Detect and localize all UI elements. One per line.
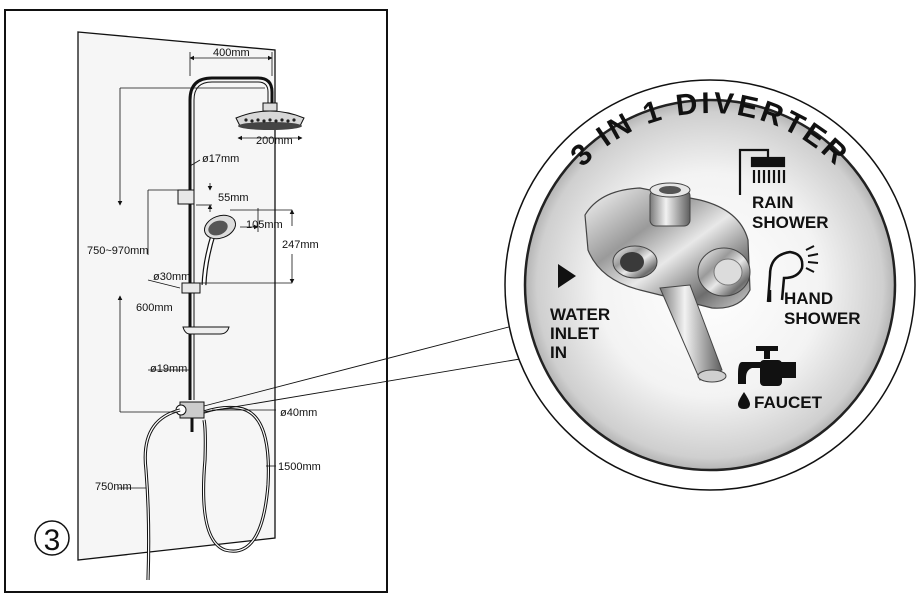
callout-line-lower (203, 357, 527, 413)
slider-bracket (181, 282, 201, 294)
rain-shower-label-line2: SHOWER (752, 213, 829, 232)
rain-head-nozzle (274, 119, 278, 123)
hand-shower-label-line1: HAND (784, 289, 833, 308)
rain-head-nozzle (244, 118, 248, 122)
rain-shower-icon (738, 148, 786, 195)
frame-border (4, 9, 388, 593)
water-inlet-label-line3: IN (550, 343, 567, 362)
dim-holder-height: 55mm (218, 192, 249, 204)
dim-bar-length: 600mm (136, 302, 173, 314)
rain-head-nozzle (250, 119, 254, 123)
hand-shower-icon (766, 245, 819, 303)
rain-head-nozzle (268, 118, 272, 122)
water-drop-icon (738, 392, 750, 409)
soap-dish (182, 326, 230, 335)
rain-head-nozzle (256, 118, 260, 122)
dim-total-height: 750~970mm (87, 245, 148, 257)
diverter-valve-illustration (584, 182, 751, 383)
dim-head-diameter: 200mm (256, 135, 293, 147)
faucet-icon (738, 346, 796, 386)
rain-head-nozzle (262, 119, 266, 123)
wall-panel (77, 31, 276, 561)
hand-shower-label-line2: SHOWER (784, 309, 861, 328)
step-badge: 3 (34, 520, 70, 557)
callout-line-upper (203, 321, 529, 407)
faucet-label: FAUCET (754, 393, 823, 412)
dim-hose-length: 1500mm (278, 461, 321, 473)
dim-upper-pipe: ø17mm (202, 153, 239, 165)
step-number: 3 (44, 524, 61, 557)
dim-hand-height: 247mm (282, 239, 319, 251)
dim-arm-length: 400mm (213, 47, 250, 59)
dim-side-length: 750mm (95, 481, 132, 493)
rain-shower-label-line1: RAIN (752, 193, 794, 212)
inlet-arrow-icon (558, 264, 576, 288)
water-inlet-label-line1: WATER (550, 305, 610, 324)
dim-slider-diameter: ø30mm (153, 271, 190, 283)
rain-head-nozzle (286, 119, 290, 123)
rain-head-nozzle (292, 118, 296, 122)
hand-shower (201, 214, 236, 286)
hand-holder-bracket (177, 189, 195, 205)
diverter-valve (175, 401, 205, 432)
dimension-lines (117, 52, 303, 489)
rain-head-nozzles (244, 118, 296, 123)
dim-lower-pipe: ø19mm (150, 363, 187, 375)
dim-diverter-diameter: ø40mm (280, 407, 317, 419)
dim-hand-offset: 105mm (246, 219, 283, 231)
water-inlet-label-line2: INLET (550, 324, 600, 343)
rain-head-nozzle (280, 118, 284, 122)
